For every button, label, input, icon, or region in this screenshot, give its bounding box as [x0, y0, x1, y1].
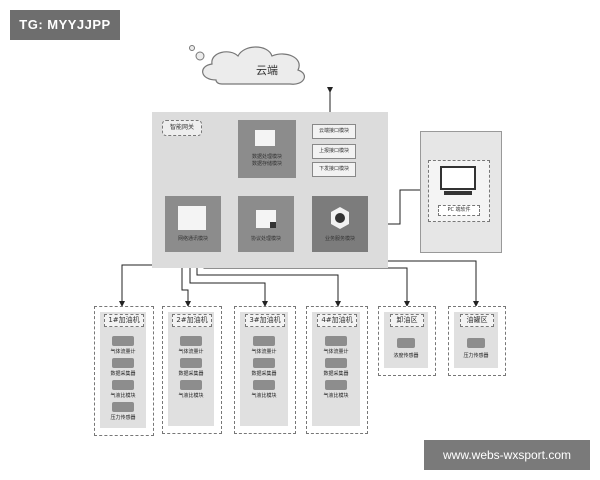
- gateway-title: 智能网关: [162, 120, 202, 136]
- monitor-icon: [440, 166, 476, 195]
- unloading-area-item-1: 浓度传感器: [393, 353, 419, 359]
- network-module-icon: [178, 206, 206, 230]
- gear-icon: [331, 207, 349, 229]
- station-2-item-2: 数据采集器: [178, 371, 204, 377]
- data-module-label: 数据处理模块 数据存储模块: [251, 154, 282, 167]
- station-1-title: 1#加油机: [104, 314, 144, 327]
- data-module-icon: [255, 130, 275, 146]
- station-2-title: 2#加油机: [172, 314, 212, 327]
- watermark-label: www.webs-wxsport.com: [424, 440, 590, 470]
- upload-module-cloud: 云端接口模块: [312, 124, 356, 139]
- tank-area-title: 油罐区: [460, 314, 494, 327]
- tank-area-item-1: 压力传感器: [463, 353, 489, 359]
- cloud-label: 云端: [256, 64, 278, 77]
- station-1-item-1: 气体流量计: [110, 349, 136, 355]
- station-1-item-2: 数据采集器: [110, 371, 136, 377]
- pc-software-label: PC 端软件: [438, 205, 480, 216]
- station-4-item-3: 气液比模块: [323, 393, 349, 399]
- service-module-label: 业务服务模块: [324, 236, 355, 242]
- station-3-item-3: 气液比模块: [251, 393, 277, 399]
- upload-module-report: 上报接口模块: [312, 144, 356, 159]
- station-2-item-1: 气体流量计: [178, 349, 204, 355]
- unloading-area-title: 卸油区: [390, 314, 424, 327]
- local-module-label: 协议处理模块: [250, 236, 281, 242]
- cloud-icon: [189, 45, 306, 85]
- station-4-item-1: 气体流量计: [323, 349, 349, 355]
- station-1-item-4: 压力传感器: [110, 415, 136, 421]
- station-3-item-1: 气体流量计: [251, 349, 277, 355]
- tag-badge: TG: MYYJJPP: [10, 10, 120, 40]
- station-3-title: 3#加油机: [245, 314, 285, 327]
- station-3-item-2: 数据采集器: [251, 371, 277, 377]
- station-2-item-3: 气液比模块: [178, 393, 204, 399]
- data-module-box: [238, 120, 296, 178]
- station-1-item-3: 气液比模块: [110, 393, 136, 399]
- station-4-title: 4#加油机: [317, 314, 357, 327]
- station-4-item-2: 数据采集器: [323, 371, 349, 377]
- network-module-label: 网络通讯模块: [177, 236, 208, 242]
- upload-module-issue: 下发接口模块: [312, 162, 356, 177]
